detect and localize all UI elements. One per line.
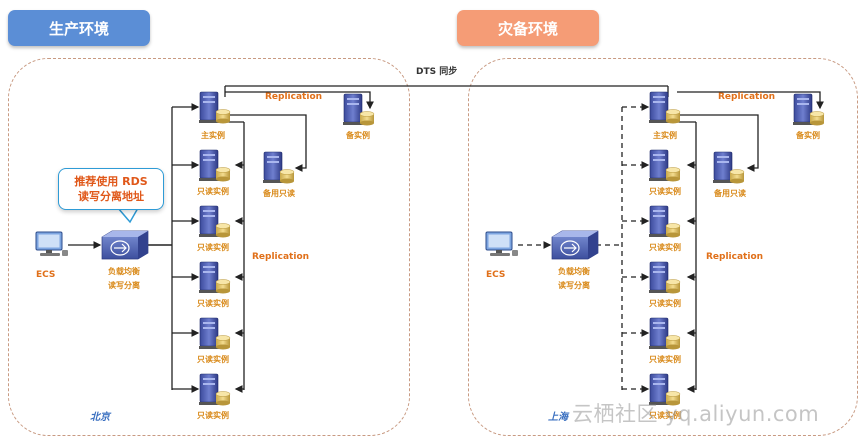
left-backup-ro-server-icon [263,151,295,184]
left-standby-label: 备实例 [346,131,370,140]
right-readonly-server-icon-3 [649,261,681,294]
right-standby-label: 备实例 [796,131,820,140]
right-primary-server-icon [649,91,681,124]
rds-recommend-callout: 推荐使用 RDS 读写分离地址 [58,168,164,210]
left-ecs-label: ECS [36,270,56,280]
left-city-label: 北京 [90,412,110,423]
right-ecs-label: ECS [486,270,506,280]
right-lb-label-2: 读写分离 [558,281,590,290]
right-backup-ro-server-icon [713,151,745,184]
right-ro-label-1: 只读实例 [649,187,681,196]
left-ro-label-4: 只读实例 [197,355,229,364]
right-readonly-server-icon-1 [649,149,681,182]
left-lb-label-2: 读写分离 [108,281,140,290]
right-ro-label-5: 只读实例 [649,411,681,420]
callout-line2: 读写分离地址 [78,190,144,203]
left-backup-ro-label: 备用只读 [263,189,295,198]
right-standby-server-icon [793,93,825,126]
left-primary-label: 主实例 [201,131,225,140]
right-lb-label-1: 负载均衡 [558,267,590,276]
right-ro-label-2: 只读实例 [649,243,681,252]
right-load-balancer-icon [551,230,599,260]
right-backup-ro-label: 备用只读 [714,189,746,198]
watermark: 云栖社区 yq.aliyun.com [572,402,820,426]
dr-env-tag: 灾备环境 [457,10,599,46]
right-primary-label: 主实例 [653,131,677,140]
right-readonly-server-icon-2 [649,205,681,238]
left-readonly-server-icon-5 [199,373,231,406]
callout-line1: 推荐使用 RDS [74,175,148,188]
beijing-region [8,58,410,436]
shanghai-region [468,58,858,436]
left-readonly-server-icon-2 [199,205,231,238]
right-ro-label-3: 只读实例 [649,299,681,308]
left-ro-label-2: 只读实例 [197,243,229,252]
right-replication-mid: Replication [706,252,764,262]
right-city-label: 上海 [548,412,568,423]
right-ro-label-4: 只读实例 [649,355,681,364]
left-ro-label-3: 只读实例 [197,299,229,308]
left-readonly-server-icon-4 [199,317,231,350]
right-replication-top: Replication [718,92,776,102]
left-ecs-icon [35,231,68,256]
right-readonly-server-icon-4 [649,317,681,350]
left-standby-server-icon [343,93,375,126]
dts-sync-label: DTS 同步 [416,67,458,77]
right-ecs-icon [485,231,518,256]
left-ro-label-1: 只读实例 [197,187,229,196]
left-replication-mid: Replication [252,252,310,262]
left-ro-label-5: 只读实例 [197,411,229,420]
left-primary-server-icon [199,91,231,124]
left-readonly-server-icon-1 [199,149,231,182]
left-load-balancer-icon [101,230,149,260]
right-readonly-server-icon-5 [649,373,681,406]
left-lb-label-1: 负载均衡 [108,267,140,276]
left-replication-top: Replication [265,92,323,102]
production-env-tag: 生产环境 [8,10,150,46]
left-readonly-server-icon-3 [199,261,231,294]
